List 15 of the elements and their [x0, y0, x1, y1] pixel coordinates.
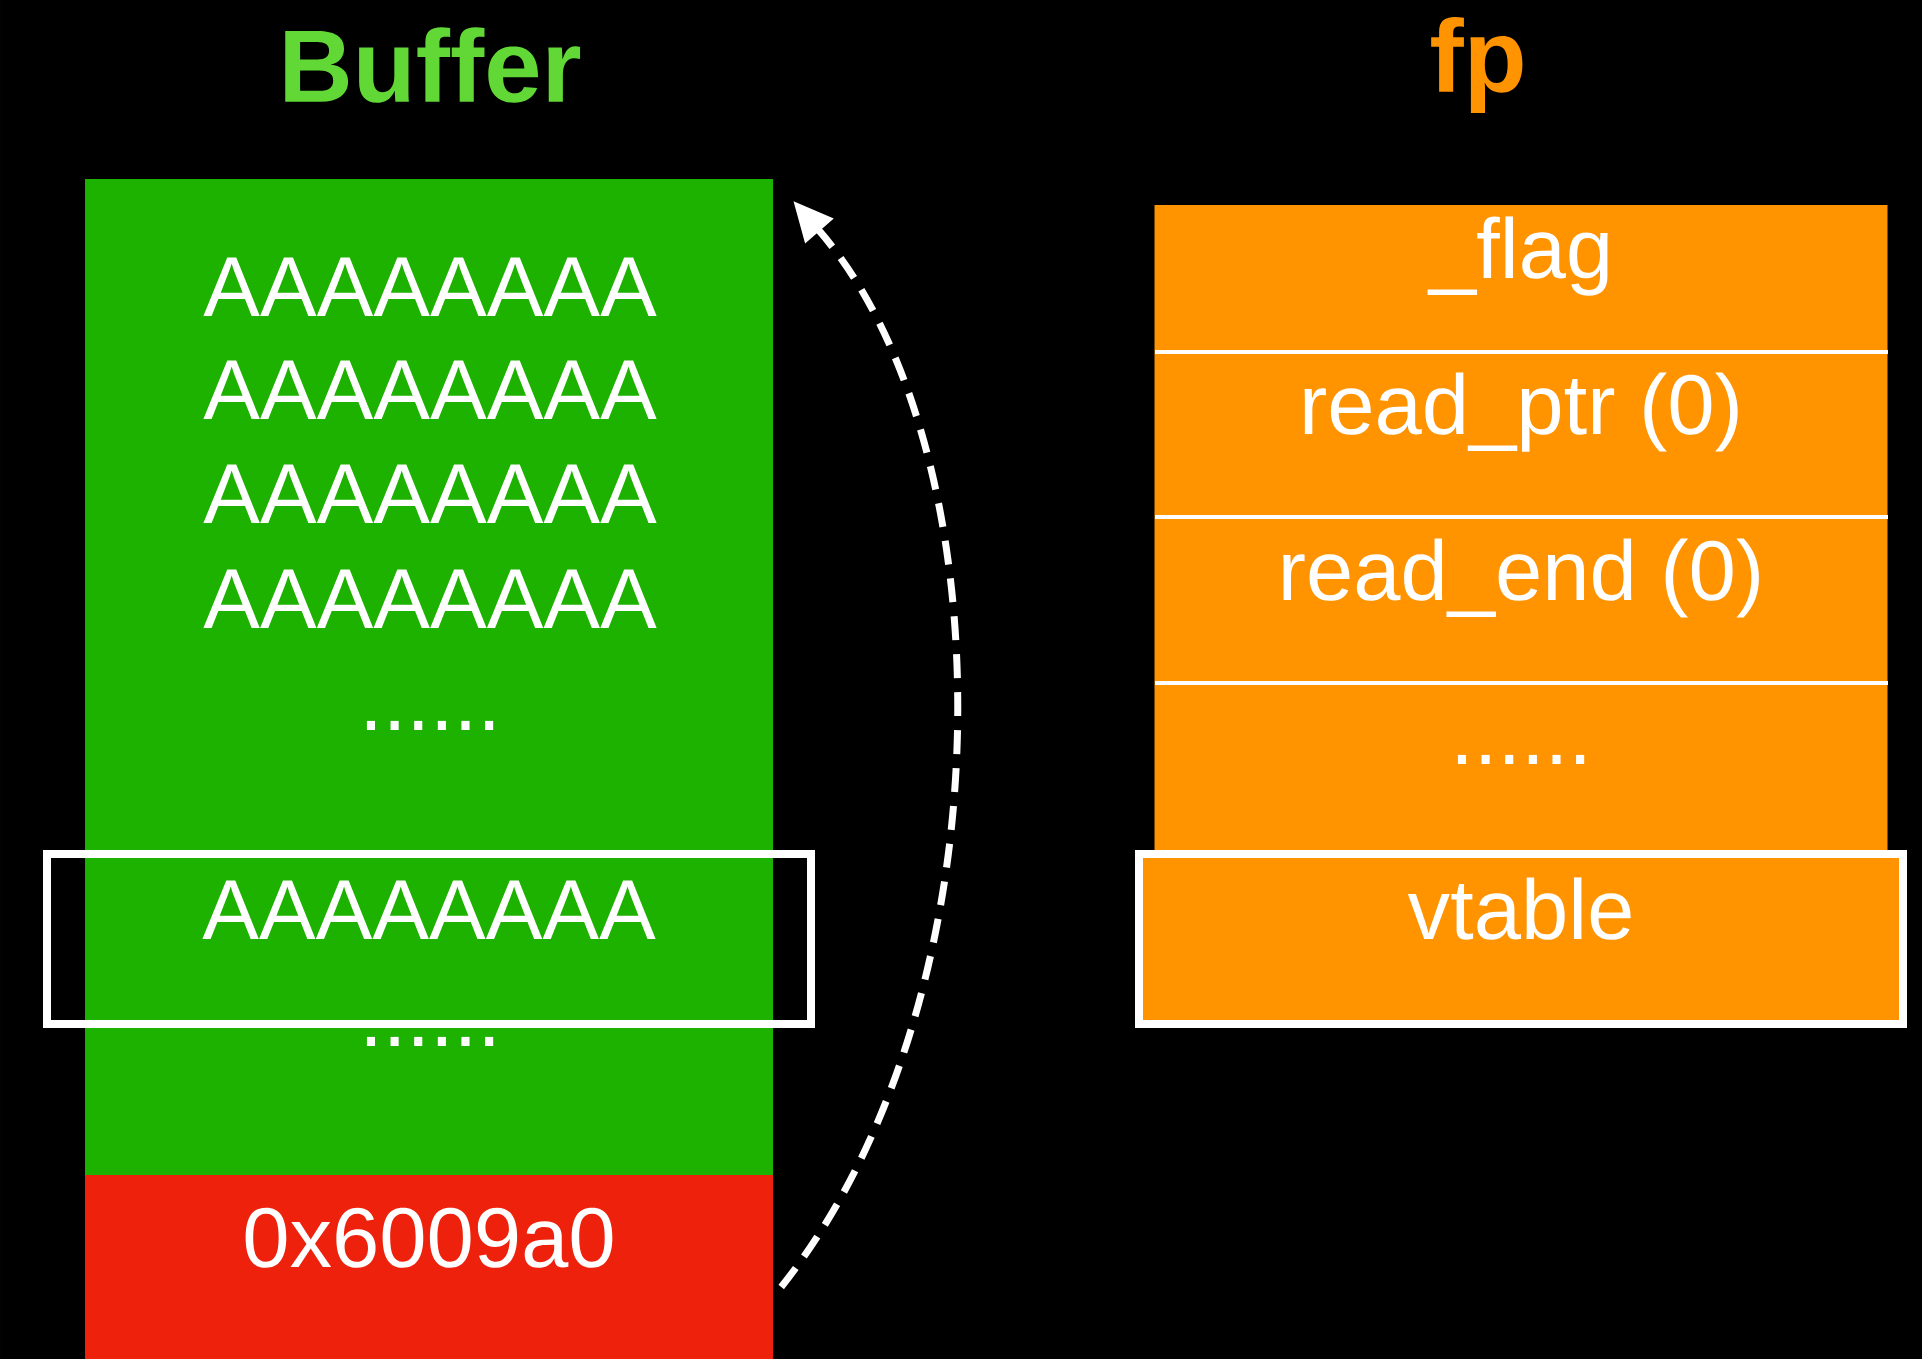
- struct-field: read_end (0): [1283, 538, 1759, 618]
- text-line: AAAAAAAA: [203, 464, 657, 523]
- highlight-box: vtable: [1135, 850, 1907, 1028]
- address-box: 0x6009a0: [85, 1175, 773, 1359]
- title: Buffer: [285, 27, 581, 103]
- text-line: ......: [366, 720, 494, 730]
- struct-field: _flag: [1427, 216, 1608, 296]
- text-line: ......: [366, 1036, 494, 1046]
- text-line: AAAAAAAA: [203, 569, 657, 628]
- struct-field: ......: [1457, 754, 1585, 764]
- highlight-box: AAAAAAAA: [43, 850, 815, 1028]
- struct-field: read_ptr (0): [1304, 372, 1738, 452]
- text-line: AAAAAAAA: [203, 360, 657, 419]
- text-line: AAAAAAAA: [203, 257, 657, 316]
- title: fp: [1431, 17, 1523, 113]
